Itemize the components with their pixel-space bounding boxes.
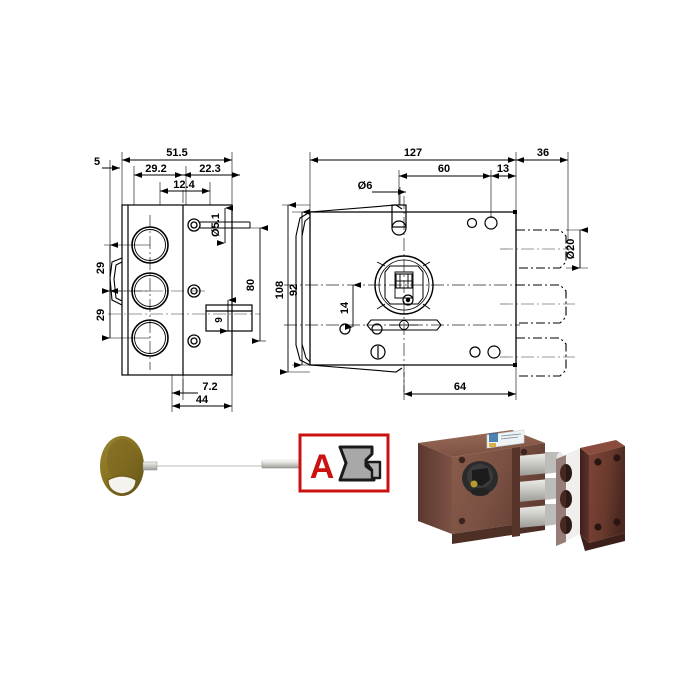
dim-right-segment: 22.3 [183,163,240,178]
dim-bolt-throw: 36 [516,147,568,163]
dim-label-dia-20: Ø20 [565,239,577,260]
dim-offset: 7.2 [172,381,218,396]
dim-left-segment: 29.2 [134,163,183,178]
left-view-group: 5 51.5 29.2 22.3 12.4 Ø5.1 [94,147,268,412]
dim-pin-dia: Ø6 [358,180,406,195]
dim-label-92: 92 [288,284,300,296]
dim-base-width: 44 [172,394,232,409]
dim-label-14: 14 [339,301,351,314]
badge-letter: A [310,448,335,486]
dim-label-9: 9 [214,317,225,323]
right-view-group: 127 36 60 13 Ø6 1 [274,147,588,400]
dim-label-22-3: 22.3 [199,163,220,175]
dim-label-127: 127 [404,147,422,159]
dim-label-80: 80 [245,279,257,291]
strike-plate-photo [556,440,625,551]
dim-label-5: 5 [94,156,100,168]
dim-centre-offset: 14 [339,282,361,330]
dim-overall-height: 80 [245,225,268,344]
dim-label-29-2: 29.2 [145,163,166,175]
dim-hole-60: 60 [399,163,491,179]
dim-pin-hole-dia: Ø5.1 [210,205,233,246]
dim-body-height: 108 [274,202,296,375]
dim-label-29-top: 29 [95,262,107,274]
dim-bolt-dia: Ø20 [565,227,588,271]
dim-label-29-bottom: 29 [95,309,107,321]
dim-overall-width: 51.5 [122,147,232,163]
dim-label-dia-5-1: Ø5.1 [210,213,222,237]
dim-label-64: 64 [454,381,467,393]
dim-inner-width: 12.4 [160,179,210,194]
dim-label-13: 13 [497,163,509,175]
dim-label-44: 44 [196,394,209,406]
dim-label-dia-6: Ø6 [358,180,373,192]
dim-overall-length: 127 [310,147,516,163]
dim-label-7-2: 7.2 [202,381,217,393]
lock-body-photo [418,429,564,544]
dim-bolt-pitch-bottom: 29 [95,288,118,341]
dim-label-60: 60 [438,163,450,175]
dim-step-height: 9 [214,297,236,334]
dim-hole-13: 13 [491,163,516,179]
dim-inner-height: 92 [288,209,310,368]
dim-label-51-5: 51.5 [166,147,187,159]
lock-bolts [518,452,564,528]
dim-label-36: 36 [537,147,549,159]
dim-label-12-4: 12.4 [173,179,195,191]
dim-base-length: 64 [404,381,516,397]
dim-label-108: 108 [274,281,286,299]
dim-bolt-pitch-top: 29 [95,242,118,294]
badge-a: A [298,433,390,493]
dim-faceplate-thickness: 5 [94,156,120,171]
